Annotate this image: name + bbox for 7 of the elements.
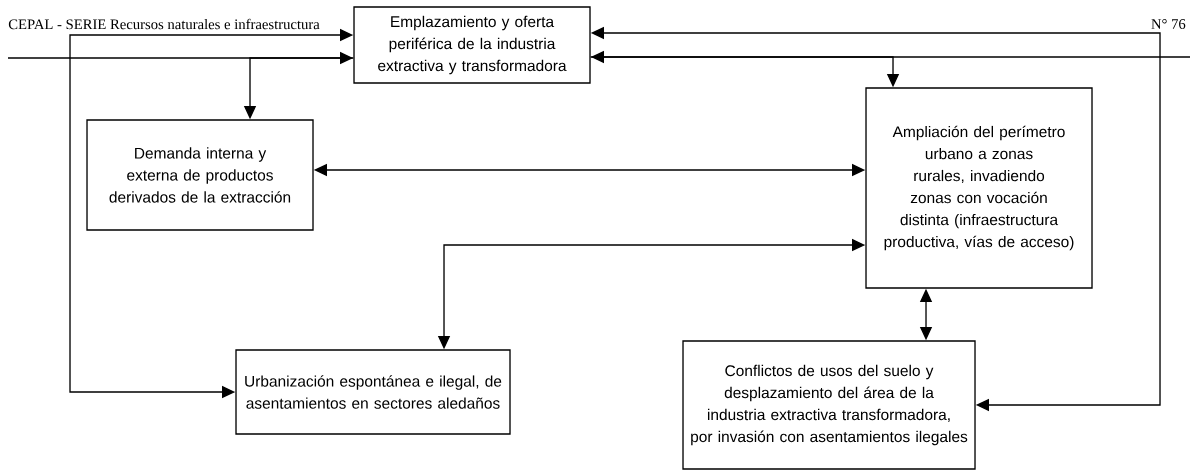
- header-text: N° 76: [1151, 19, 1186, 29]
- process-box: Conflictos de usos del suelo y desplazamiento del área de la industria extractiva transformadora, por invasión con asentamientos ilegales: [682, 340, 976, 470]
- process-box: Emplazamiento y oferta periférica de la industria extractiva y transformadora: [353, 6, 591, 84]
- process-box: Ampliación del perímetro urbano a zonas rurales, invadiendo zonas con vocación distinta (infraestructura productiva, vías de acceso): [865, 87, 1093, 289]
- header-text: CEPAL - SERIE Recursos naturales e infraestructura: [8, 18, 320, 30]
- process-box: Urbanización espontánea e ilegal, de asentamientos en sectores aledaños: [235, 349, 511, 435]
- process-box: Demanda interna y externa de productos derivados de la extracción: [86, 119, 314, 231]
